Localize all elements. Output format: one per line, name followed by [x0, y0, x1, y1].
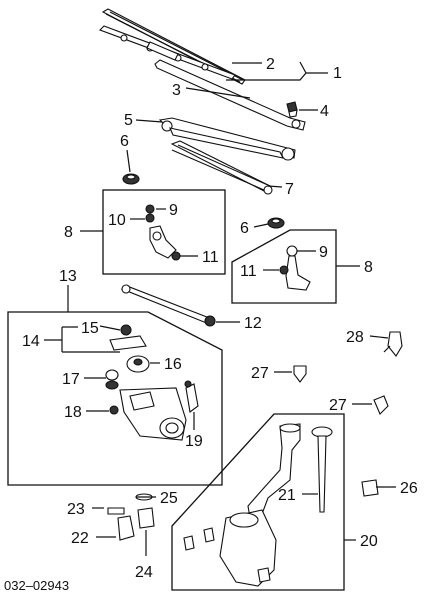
wiper-blade-part: [99, 8, 246, 85]
detail-box-washer-tank: [171, 413, 345, 591]
washer-nozzle-part: [293, 365, 307, 383]
label-3: 3: [172, 82, 181, 99]
label-18: 18: [64, 404, 82, 421]
label-4: 4: [320, 103, 329, 120]
label-24: 24: [135, 564, 153, 581]
grommet-clip-part: [361, 479, 396, 497]
callout-labels: 1 2 3 4 5 6 7 8 9 10 11 6 9 11 8 13 12 1…: [22, 56, 418, 581]
label-8a: 8: [64, 224, 73, 241]
washer-pump-part: [107, 493, 155, 541]
diagram-code: 032–02943: [4, 578, 69, 593]
washer-nozzle-part: [373, 395, 389, 415]
label-15: 15: [81, 320, 99, 337]
label-27b: 27: [329, 397, 347, 414]
label-27a: 27: [251, 365, 269, 382]
label-28: 28: [346, 329, 364, 346]
label-19: 19: [185, 433, 203, 450]
label-7: 7: [285, 181, 294, 198]
label-6a: 6: [120, 133, 129, 150]
label-12: 12: [244, 315, 262, 332]
label-21: 21: [278, 487, 296, 504]
label-23: 23: [67, 501, 85, 518]
link-rod-part: [120, 284, 216, 327]
label-14: 14: [22, 333, 40, 350]
wiper-motor-part: [105, 324, 199, 441]
label-6b: 6: [240, 220, 249, 237]
label-17: 17: [62, 371, 80, 388]
washer-tank-part: [183, 423, 301, 587]
label-11a: 11: [202, 249, 219, 266]
cap-nut-part: [286, 101, 298, 118]
grommet-part: [253, 217, 285, 229]
label-20: 20: [360, 533, 378, 550]
label-9a: 9: [169, 202, 178, 219]
detail-box-motor: [7, 311, 223, 486]
label-25: 25: [160, 490, 178, 507]
linkage-part: [158, 117, 296, 195]
label-1: 1: [333, 65, 342, 82]
pivot-assembly-part: [145, 204, 181, 261]
label-22: 22: [71, 530, 89, 547]
label-13: 13: [59, 268, 77, 285]
label-11b: 11: [240, 263, 257, 280]
level-gauge-part: [311, 426, 333, 513]
clip-part: [383, 331, 403, 357]
label-8b: 8: [364, 259, 373, 276]
label-26: 26: [400, 480, 418, 497]
label-5: 5: [124, 112, 133, 129]
grommet-part: [122, 149, 140, 185]
label-10: 10: [108, 212, 126, 229]
pivot-assembly-part: [279, 245, 311, 291]
label-2: 2: [266, 56, 275, 73]
label-9b: 9: [319, 244, 328, 261]
label-16: 16: [164, 356, 182, 373]
detail-box-pivot-left: [102, 189, 226, 275]
